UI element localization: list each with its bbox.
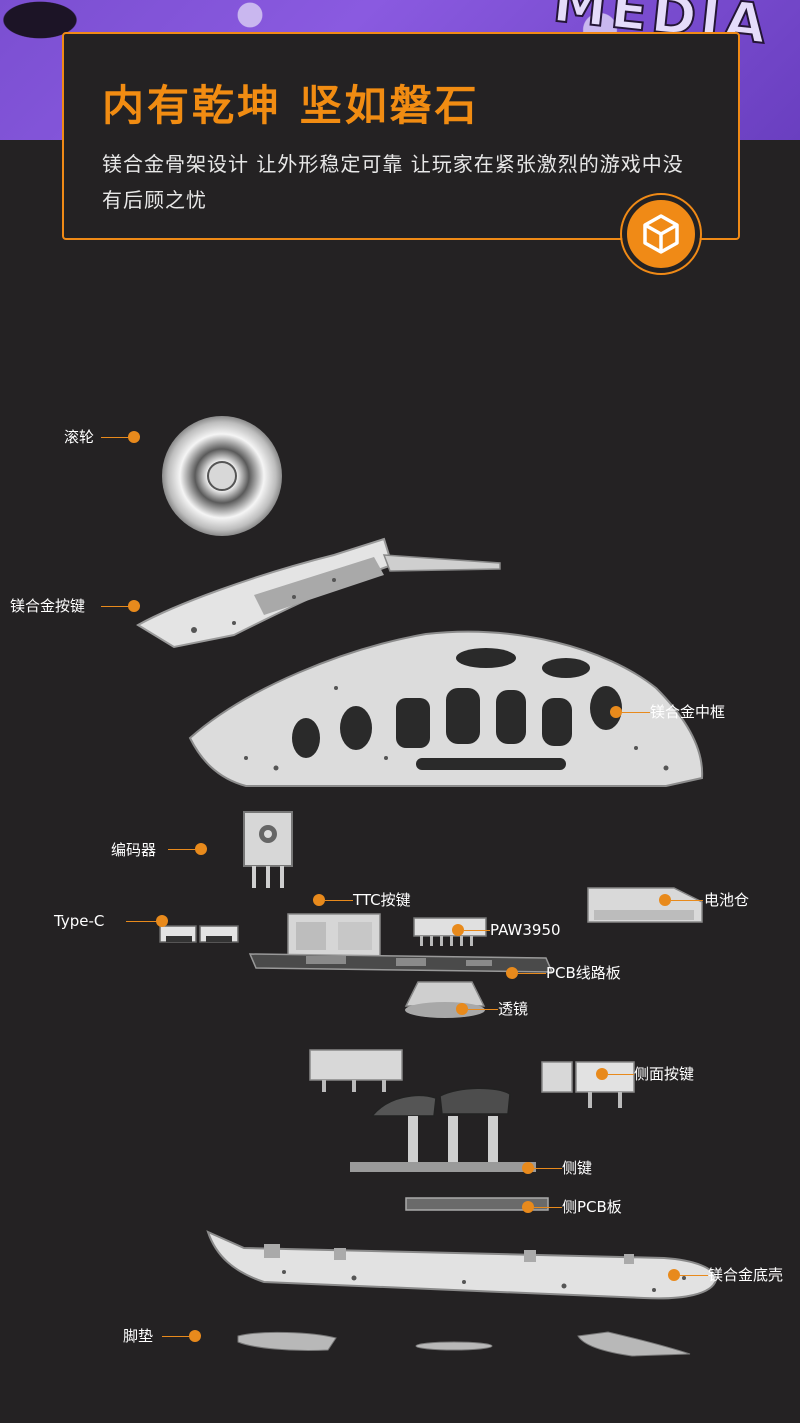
page-title: 内有乾坤 坚如磐石 (102, 81, 480, 130)
dot-scroll-wheel (128, 431, 140, 443)
leader-side-pcb (534, 1207, 562, 1208)
scroll-wheel-graphic (162, 416, 282, 536)
leader-lens (468, 1009, 498, 1010)
leader-ttc-switch (325, 900, 353, 901)
lens-graphic (404, 981, 486, 1018)
label-feet: 脚垫 (123, 1327, 154, 1345)
dot-ttc-switch (313, 894, 325, 906)
label-bottom-shell: 镁合金底壳 (708, 1266, 784, 1284)
dot-feet (189, 1330, 201, 1342)
label-side-keys: 侧键 (562, 1159, 593, 1177)
pcb-graphic (248, 953, 554, 973)
label-scroll-wheel: 滚轮 (64, 428, 95, 446)
leader-bottom-shell (680, 1275, 708, 1276)
dot-pcb (506, 967, 518, 979)
label-mid-frame: 镁合金中框 (650, 703, 726, 721)
cube-badge (620, 193, 702, 275)
intro-card: 内有乾坤 坚如磐石 镁合金骨架设计 让外形稳定可靠 让玩家在紧张激烈的游戏中没有… (62, 32, 740, 240)
leader-side-keys (534, 1168, 562, 1169)
leader-side-buttons-face (608, 1074, 634, 1075)
cube-outline-icon (643, 214, 679, 254)
typec-graphic (159, 925, 239, 943)
bottom-shell-graphic (206, 1230, 718, 1300)
label-sensor: PAW3950 (490, 921, 561, 939)
page-description: 镁合金骨架设计 让外形稳定可靠 让玩家在紧张激烈的游戏中没有后顾之忧 (102, 152, 684, 212)
battery-graphic (587, 887, 703, 923)
dot-mid-frame (610, 706, 622, 718)
leader-typec (126, 921, 160, 922)
ttc-switch-graphic (287, 913, 381, 957)
label-pcb: PCB线路板 (546, 964, 621, 982)
label-side-pcb: 侧PCB板 (562, 1198, 622, 1216)
dot-battery (659, 894, 671, 906)
dot-side-keys (522, 1162, 534, 1174)
leader-sensor (464, 930, 490, 931)
buttons-graphic (136, 537, 501, 649)
leader-pcb (518, 973, 546, 974)
leader-mid-frame (622, 712, 650, 713)
label-encoder: 编码器 (111, 841, 157, 859)
side-buttons-face-graphic (541, 1061, 635, 1108)
dot-side-pcb (522, 1201, 534, 1213)
encoder-graphic (243, 811, 293, 888)
label-battery: 电池仓 (704, 891, 750, 909)
leader-battery (671, 900, 703, 901)
sensor-graphic (413, 917, 487, 946)
side-keys-graphic (350, 1087, 536, 1172)
label-buttons: 镁合金按键 (10, 597, 86, 615)
dot-buttons (128, 600, 140, 612)
dot-sensor (452, 924, 464, 936)
leader-encoder (168, 849, 198, 850)
side-cover-left-graphic (309, 1049, 403, 1092)
label-typec: Type-C (54, 912, 105, 930)
leader-buttons (101, 606, 131, 607)
dot-side-buttons-face (596, 1068, 608, 1080)
label-lens: 透镜 (498, 1000, 529, 1018)
leader-scroll-wheel (101, 437, 131, 438)
dot-encoder (195, 843, 207, 855)
label-ttc-switch: TTC按键 (353, 891, 411, 909)
side-pcb-graphic (405, 1197, 549, 1211)
mid-frame-graphic (188, 630, 704, 787)
dot-lens (456, 1003, 468, 1015)
feet-graphic (237, 1331, 691, 1357)
dot-bottom-shell (668, 1269, 680, 1281)
dot-typec (156, 915, 168, 927)
leader-feet (162, 1336, 190, 1337)
label-side-buttons-face: 侧面按键 (634, 1065, 695, 1083)
